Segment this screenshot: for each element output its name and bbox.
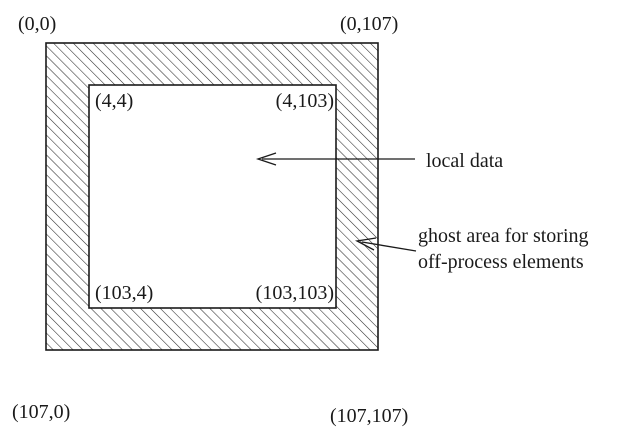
outer-corner-top-left: (0,0)	[18, 13, 56, 35]
outer-corner-bottom-left: (107,0)	[12, 401, 70, 423]
outer-corner-top-right: (0,107)	[340, 13, 398, 35]
inner-corner-bottom-left: (103,4)	[95, 282, 153, 304]
ghost-area-label-line2: off-process elements	[418, 251, 584, 273]
local-data-region	[88, 84, 337, 309]
inner-corner-top-left: (4,4)	[95, 90, 133, 112]
inner-corner-top-right: (4,103)	[276, 90, 334, 112]
outer-corner-bottom-right: (107,107)	[330, 405, 408, 427]
outer-boundary	[45, 42, 379, 351]
ghost-area-label-line1: ghost area for storing	[418, 225, 589, 247]
ghost-area-arrow	[354, 237, 417, 252]
local-data-arrow	[255, 152, 415, 166]
local-data-label: local data	[426, 150, 503, 172]
inner-corner-bottom-right: (103,103)	[256, 282, 334, 304]
